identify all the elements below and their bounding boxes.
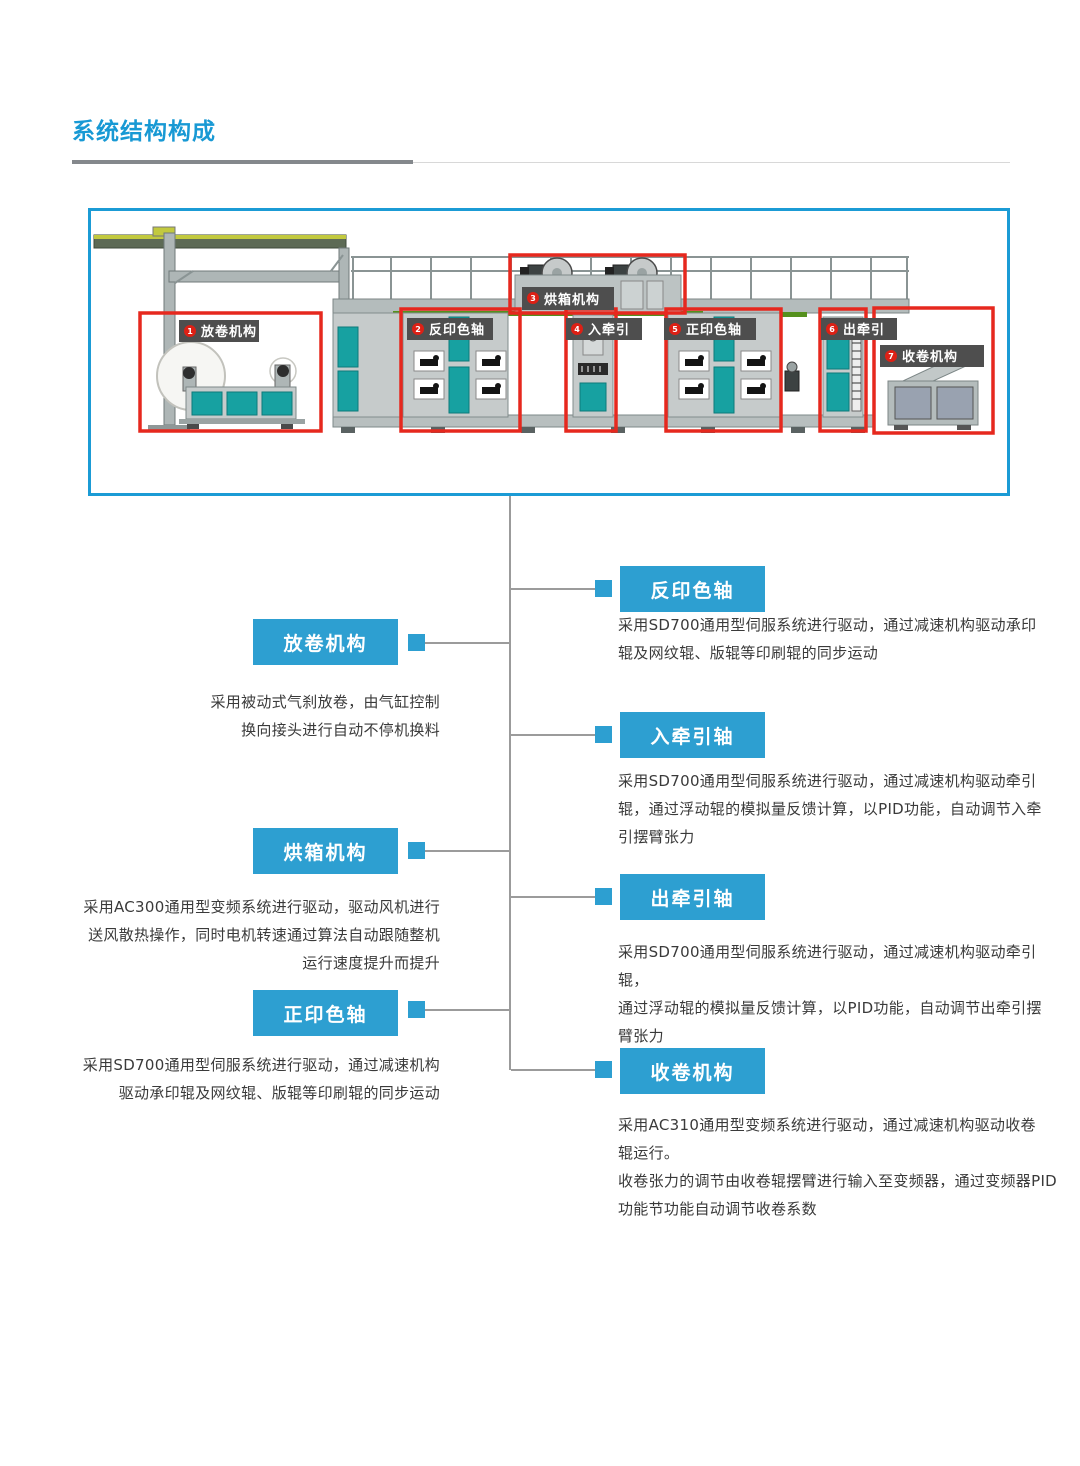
node-infeed: 入牵引轴	[620, 712, 765, 758]
svg-text:1: 1	[187, 327, 193, 336]
node-unwinder-desc: 采用被动式气刹放卷，由气缸控制 换向接头进行自动不停机换料	[210, 693, 440, 739]
unwinder-unit	[156, 341, 305, 429]
node-rewinder-desc: 采用AC310通用型变频系统进行驱动，通过减速机构驱动收卷 辊运行。 收卷张力的…	[618, 1116, 1058, 1218]
svg-text:4: 4	[574, 325, 580, 334]
connector-square	[408, 1001, 425, 1018]
diagram-label-oven: 3 烘箱机构	[522, 287, 614, 310]
red-box-oven	[508, 253, 687, 315]
connector-square	[408, 634, 425, 651]
node-title: 正印色轴	[283, 1003, 368, 1026]
branch-oven	[424, 850, 509, 852]
diagram-label-infeed: 4 入牵引	[566, 318, 642, 340]
node-unwinder: 放卷机构	[253, 619, 398, 665]
svg-text:出牵引: 出牵引	[843, 322, 885, 338]
red-box-front-print	[664, 307, 783, 433]
page-title: 系统结构构成	[72, 119, 216, 145]
branch-infeed	[511, 734, 596, 736]
svg-text:2: 2	[415, 325, 421, 334]
node-outfeed-desc: 采用SD700通用型伺服系统进行驱动，通过减速机构驱动牵引辊， 通过浮动辊的模拟…	[618, 943, 1042, 1045]
diagram-label-reverse-print: 2 反印色轴	[407, 318, 493, 340]
red-box-reverse-print	[399, 307, 522, 433]
node-reverse-print-desc: 采用SD700通用型伺服系统进行驱动，通过减速机构驱动承印 辊及网纹辊、版辊等印…	[618, 616, 1037, 662]
red-box-unwinder	[138, 311, 323, 433]
node-oven: 烘箱机构	[253, 828, 398, 874]
svg-text:反印色轴: 反印色轴	[429, 322, 485, 338]
diagram-label-unwinder: 1 放卷机构	[179, 320, 259, 342]
connector-square	[595, 888, 612, 905]
node-title: 放卷机构	[283, 632, 368, 655]
branch-outfeed	[511, 896, 596, 898]
machine-diagram-svg: 1 放卷机构 2 反印色轴 3 烘箱机构 4 入牵引	[93, 226, 995, 435]
connector-square	[595, 580, 612, 597]
connector-square	[408, 842, 425, 859]
diagram-label-front-print: 5 正印色轴	[664, 318, 756, 340]
svg-text:放卷机构: 放卷机构	[200, 324, 257, 340]
svg-text:7: 7	[888, 352, 894, 361]
svg-text:入牵引: 入牵引	[588, 322, 630, 338]
connector-trunk	[509, 496, 511, 1070]
svg-text:收卷机构: 收卷机构	[902, 349, 958, 365]
branch-unwinder	[424, 642, 509, 644]
node-title: 出牵引轴	[650, 887, 735, 910]
connector-square	[595, 726, 612, 743]
connector-square	[595, 1061, 612, 1078]
svg-text:5: 5	[672, 325, 678, 334]
divider-dark-bar	[72, 160, 413, 164]
svg-text:正印色轴: 正印色轴	[686, 322, 742, 338]
branch-reverse-print	[511, 588, 596, 590]
red-box-rewinder	[872, 306, 995, 435]
node-title: 入牵引轴	[650, 725, 735, 748]
section-divider	[72, 160, 1010, 165]
diagram-label-outfeed: 6 出牵引	[821, 318, 897, 340]
branch-rewinder	[511, 1069, 596, 1071]
node-infeed-desc: 采用SD700通用型伺服系统进行驱动，通过减速机构驱动牵引 辊，通过浮动辊的模拟…	[618, 772, 1042, 846]
node-rewinder: 收卷机构	[620, 1048, 765, 1094]
svg-text:3: 3	[530, 294, 536, 303]
frame-unit	[332, 312, 404, 418]
branch-front-print	[424, 1009, 509, 1011]
divider-light-line	[72, 162, 1010, 163]
red-box-outfeed	[818, 307, 868, 433]
svg-text:烘箱机构: 烘箱机构	[544, 292, 600, 308]
node-title: 收卷机构	[650, 1061, 735, 1084]
node-oven-desc: 采用AC300通用型变频系统进行驱动，驱动风机进行 送风散热操作，同时电机转速通…	[83, 898, 440, 972]
overhead-gantry	[93, 226, 350, 430]
node-title: 反印色轴	[650, 579, 735, 602]
node-title: 烘箱机构	[283, 841, 368, 864]
node-reverse-print: 反印色轴	[620, 566, 765, 612]
diagram-label-rewinder: 7 收卷机构	[880, 345, 984, 367]
node-outfeed: 出牵引轴	[620, 874, 765, 920]
node-front-print-desc: 采用SD700通用型伺服系统进行驱动，通过减速机构 驱动承印辊及网纹辊、版辊等印…	[82, 1056, 440, 1102]
machine-diagram: 1 放卷机构 2 反印色轴 3 烘箱机构 4 入牵引	[88, 208, 1010, 496]
svg-text:6: 6	[829, 325, 835, 334]
web-path-green-2	[781, 312, 807, 317]
node-front-print: 正印色轴	[253, 990, 398, 1036]
